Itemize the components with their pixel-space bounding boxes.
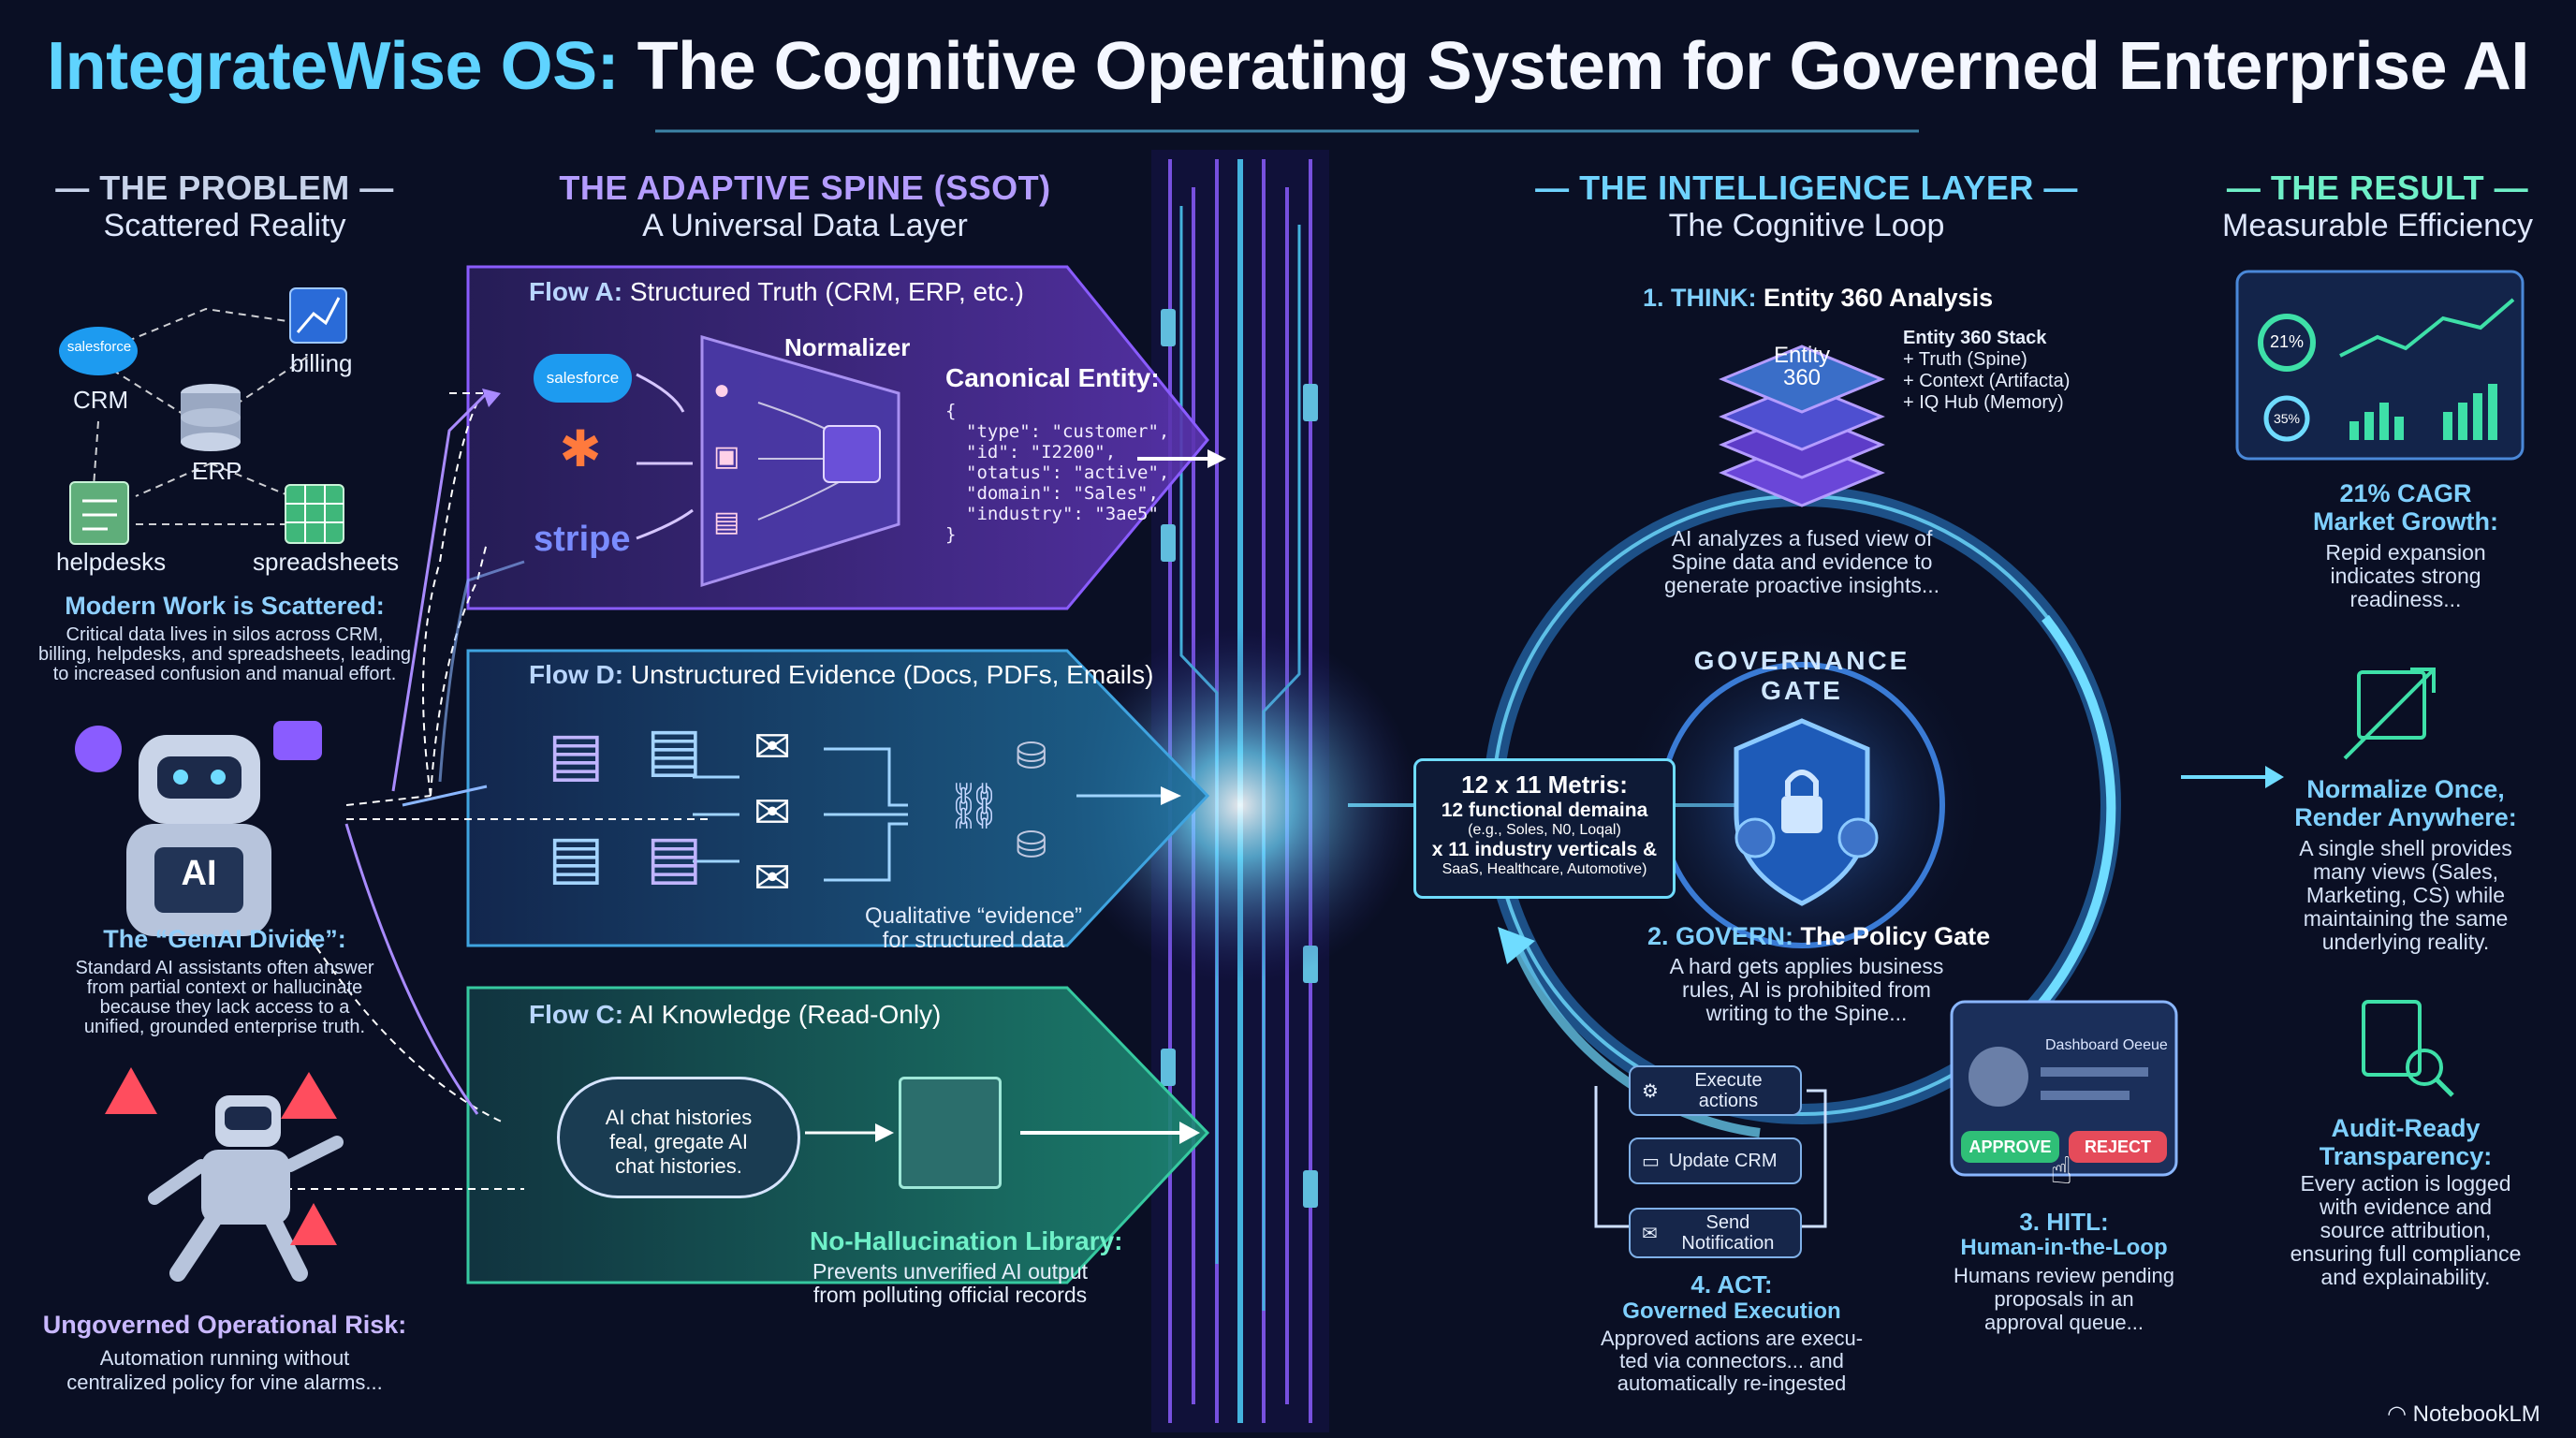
- robot-ai-label: AI: [181, 854, 217, 893]
- normalizer-label: Normalizer: [784, 333, 911, 361]
- flow-a-title: Flow A: Structured Truth (CRM, ERP, etc.…: [529, 277, 1025, 306]
- cursor-hand-icon: ☝: [2050, 1151, 2073, 1192]
- database-icon-1: ⛁: [1016, 736, 1047, 777]
- database-icon-2: ⛁: [1016, 825, 1047, 866]
- entity-360-stack-list: Entity 360 Stack + Truth (Spine) + Conte…: [1903, 328, 2071, 413]
- canonical-entity-json: { "type": "customer", "id": "I2200", "ot…: [945, 401, 1170, 545]
- page-title: IntegrateWise OS: The Cognitive Operatin…: [0, 28, 2576, 105]
- docs-icon-2: ▤: [646, 715, 703, 783]
- title-rest: The Cognitive Operating System for Gover…: [637, 29, 2530, 104]
- execute-icon: ⚙: [1642, 1080, 1659, 1102]
- metrics-box: 12 x 11 Metris: 12 functional demaina (e…: [1413, 758, 1676, 899]
- hitl-title: 3. HITL:: [2019, 1208, 2109, 1236]
- flow-a-stripe-logo: stripe: [534, 520, 631, 559]
- mail-icon: ✉: [1642, 1223, 1658, 1244]
- library-title: No-Hallucination Library:: [810, 1226, 1123, 1255]
- spine-subheading: A Universal Data Layer: [642, 208, 968, 243]
- link-icon: ⛓: [945, 782, 1003, 831]
- source-helpdesks: helpdesks: [56, 548, 167, 576]
- dashboard-queue-title: Dashboard Oeeue: [2045, 1037, 2168, 1053]
- action-update-crm[interactable]: ▭Update CRM: [1629, 1137, 1802, 1184]
- flow-a-salesforce-logo: salesforce: [534, 354, 632, 403]
- salesforce-logo: salesforce: [66, 339, 132, 355]
- action-execute[interactable]: ⚙Execute actions: [1629, 1065, 1802, 1116]
- flow-d-title: Flow D: Unstructured Evidence (Docs, PDF…: [529, 660, 1154, 689]
- source-crm: CRM: [73, 386, 129, 414]
- think-title: 1. THINK: Entity 360 Analysis: [1643, 284, 1994, 312]
- docs-icon-4: ▤: [646, 823, 703, 890]
- spine-heading: THE ADAPTIVE SPINE (SSOT): [559, 169, 1051, 207]
- govern-title: 2. GOVERN: The Policy Gate: [1647, 922, 1991, 950]
- contact-card-icon: ▣: [713, 441, 740, 472]
- document-icon: ▤: [713, 506, 740, 537]
- user-icon: ●: [713, 374, 731, 405]
- email-icon-2: ✉: [754, 788, 792, 838]
- notebooklm-icon: ◠: [2387, 1401, 2407, 1427]
- docs-icon-1: ▤: [548, 720, 605, 787]
- flow-c-title: Flow C: AI Knowledge (Read-Only): [529, 1000, 942, 1029]
- monitor-icon: ▭: [1642, 1151, 1660, 1172]
- source-billing: billing: [290, 349, 353, 377]
- governance-gate-label: GOVERNANCE GATE: [1693, 646, 1910, 705]
- problem-heading: — THE PROBLEM —: [55, 169, 394, 207]
- docs-icon-3: ▤: [548, 823, 605, 890]
- source-spreadsheets: spreadsheets: [253, 548, 400, 576]
- hitl-subtitle: Human-in-the-Loop: [1960, 1235, 2168, 1260]
- scattered-title: Modern Work is Scattered:: [65, 592, 385, 620]
- result-heading: — THE RESULT —: [2226, 169, 2529, 207]
- result-subheading: Measurable Efficiency: [2222, 208, 2533, 243]
- approve-button[interactable]: APPROVE: [1961, 1131, 2059, 1163]
- hubspot-icon: ✱: [559, 421, 602, 477]
- canonical-entity-title: Canonical Entity:: [945, 363, 1160, 392]
- problem-subheading: Scattered Reality: [103, 208, 346, 243]
- act-subtitle: Governed Execution: [1622, 1299, 1841, 1324]
- title-accent: IntegrateWise OS:: [47, 29, 620, 104]
- flow-d-caption: Qualitative “evidence”for structured dat…: [864, 903, 1083, 953]
- gauge-35: 35%: [2273, 411, 2301, 426]
- reject-button[interactable]: REJECT: [2069, 1131, 2167, 1163]
- act-body: Approved actions are execu-ted via conne…: [1600, 1327, 1864, 1395]
- scattered-body: Critical data lives in silos across CRM,…: [37, 624, 412, 684]
- act-title: 4. ACT:: [1690, 1270, 1773, 1299]
- email-icon-1: ✉: [754, 723, 792, 772]
- source-erp: ERP: [192, 457, 242, 485]
- watermark: ◠ NotebookLM: [2387, 1401, 2540, 1427]
- divide-title: The “GenAI Divide”:: [103, 925, 346, 953]
- intelligence-subheading: The Cognitive Loop: [1668, 208, 1945, 243]
- email-icon-3: ✉: [754, 854, 792, 903]
- gauge-21: 21%: [2269, 332, 2305, 351]
- intelligence-heading: — THE INTELLIGENCE LAYER —: [1535, 169, 2078, 207]
- library-icon: [899, 1077, 1002, 1189]
- normalize-title: Normalize Once,Render Anywhere:: [2294, 775, 2517, 831]
- risk-title: Ungoverned Operational Risk:: [42, 1311, 407, 1339]
- action-send-notification[interactable]: ✉Send Notification: [1629, 1208, 1802, 1258]
